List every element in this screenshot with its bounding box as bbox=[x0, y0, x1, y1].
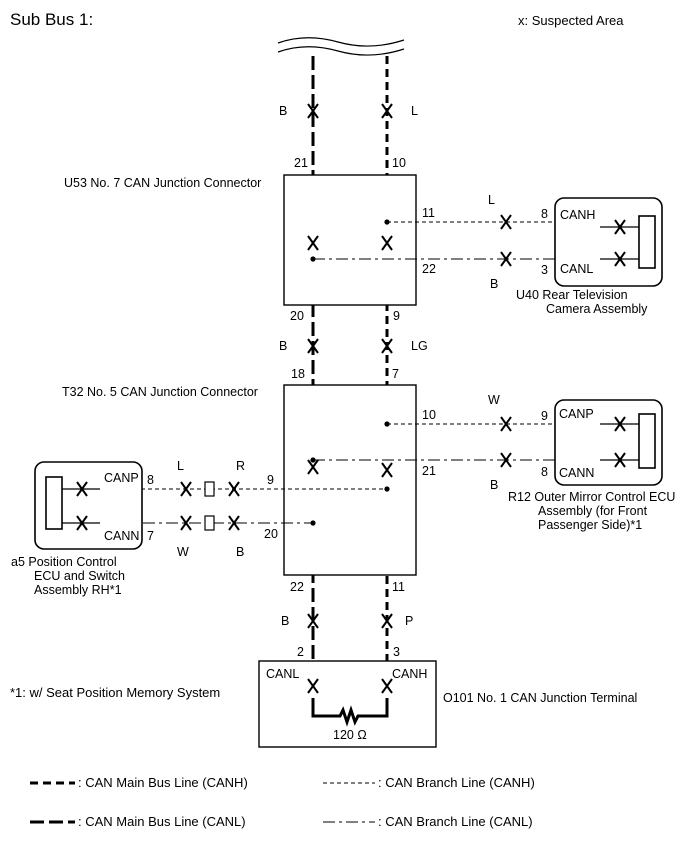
inline-connector-l bbox=[204, 515, 215, 531]
a5-pin-7: 7 bbox=[147, 529, 154, 543]
junction-dot bbox=[310, 457, 316, 463]
u53-pin-21: 21 bbox=[294, 156, 308, 170]
wire-color-mid-canl: B bbox=[279, 339, 287, 353]
junction-dot bbox=[384, 486, 390, 492]
o101-label: O101 No. 1 CAN Junction Terminal bbox=[443, 691, 637, 705]
u40-ecu-box bbox=[554, 197, 663, 287]
wire-color-top-canh: L bbox=[411, 104, 418, 118]
legend-branch-canl: : CAN Branch Line (CANL) bbox=[378, 814, 533, 829]
a5-ecu-connector bbox=[45, 476, 63, 530]
t32-pin-20: 20 bbox=[264, 527, 278, 541]
legend-branch-canh: : CAN Branch Line (CANH) bbox=[378, 775, 535, 790]
u40-ecu-connector bbox=[638, 215, 656, 269]
r12-pin-9: 9 bbox=[541, 409, 548, 423]
t32-pin-10: 10 bbox=[422, 408, 436, 422]
u53-pin-22: 22 bbox=[422, 262, 436, 276]
t32-pin-22: 22 bbox=[290, 580, 304, 594]
r12-label-line2: Assembly (for Front bbox=[538, 504, 648, 518]
wire-color-a5-canh-left: L bbox=[177, 459, 184, 473]
t32-label: T32 No. 5 CAN Junction Connector bbox=[62, 385, 258, 399]
t32-pin-18: 18 bbox=[291, 367, 305, 381]
legend-main-canh: : CAN Main Bus Line (CANH) bbox=[78, 775, 248, 790]
o101-canl-label: CANL bbox=[266, 667, 299, 681]
u40-label-line2: Camera Assembly bbox=[546, 302, 648, 316]
wire-color-a5-canl-left: W bbox=[177, 545, 189, 559]
o101-pin-2: 2 bbox=[297, 645, 304, 659]
r12-label-line3: Passenger Side)*1 bbox=[538, 518, 642, 532]
u53-pin-20: 20 bbox=[290, 309, 304, 323]
o101-pin-3: 3 bbox=[393, 645, 400, 659]
r12-ecu-connector bbox=[638, 413, 656, 469]
u53-pin-11: 11 bbox=[422, 206, 435, 220]
wire-color-r12-canl: B bbox=[490, 478, 498, 492]
a5-pin-8: 8 bbox=[147, 473, 154, 487]
junction-dot bbox=[384, 421, 390, 427]
t32-pin-11: 11 bbox=[392, 580, 405, 594]
u40-label-line1: U40 Rear Television bbox=[516, 288, 628, 302]
u40-canl-label: CANL bbox=[560, 262, 593, 276]
u40-canh-label: CANH bbox=[560, 208, 595, 222]
r12-pin-8: 8 bbox=[541, 465, 548, 479]
wire-color-bot-canh: P bbox=[405, 614, 413, 628]
wire-color-r12-canh: W bbox=[488, 393, 500, 407]
resistor-value: 120 Ω bbox=[333, 728, 367, 742]
inline-connector-h bbox=[204, 481, 215, 497]
wire-color-a5-canh-right: R bbox=[236, 459, 245, 473]
u40-pin-3: 3 bbox=[541, 263, 548, 277]
suspected-x-mark bbox=[180, 481, 192, 497]
footnote: *1: w/ Seat Position Memory System bbox=[10, 685, 220, 700]
a5-canp-label: CANP bbox=[104, 471, 139, 485]
u53-label: U53 No. 7 CAN Junction Connector bbox=[64, 176, 261, 190]
t32-pin-21: 21 bbox=[422, 464, 436, 478]
t32-pin-9: 9 bbox=[267, 473, 274, 487]
wire-color-mid-canh: LG bbox=[411, 339, 428, 353]
legend-main-canl: : CAN Main Bus Line (CANL) bbox=[78, 814, 246, 829]
u53-connector-box bbox=[283, 174, 417, 306]
u53-pin-10: 10 bbox=[392, 156, 406, 170]
a5-cann-label: CANN bbox=[104, 529, 139, 543]
r12-cann-label: CANN bbox=[559, 466, 594, 480]
r12-canp-label: CANP bbox=[559, 407, 594, 421]
wire-color-u40-canh: L bbox=[488, 193, 495, 207]
t32-pin-7: 7 bbox=[392, 367, 399, 381]
wire-color-top-canl: B bbox=[279, 104, 287, 118]
o101-canh-label: CANH bbox=[392, 667, 427, 681]
page-title: Sub Bus 1: bbox=[10, 10, 93, 29]
a5-label-line1: a5 Position Control bbox=[11, 555, 117, 569]
junction-dot bbox=[310, 520, 316, 526]
wire-color-u40-canl: B bbox=[490, 277, 498, 291]
suspected-x-mark bbox=[228, 481, 240, 497]
a5-label-line2: ECU and Switch bbox=[34, 569, 125, 583]
r12-ecu-box bbox=[554, 399, 663, 486]
wire-color-a5-canl-right: B bbox=[236, 545, 244, 559]
termination-resistor bbox=[311, 698, 389, 727]
wire-color-bot-canl: B bbox=[281, 614, 289, 628]
r12-label-line1: R12 Outer Mirror Control ECU bbox=[508, 490, 675, 504]
u40-pin-8: 8 bbox=[541, 207, 548, 221]
legend: : CAN Main Bus Line (CANH) : CAN Main Bu… bbox=[30, 775, 535, 829]
o101-terminal-box bbox=[258, 660, 437, 748]
suspected-area-note: x: Suspected Area bbox=[518, 13, 624, 28]
a5-label-line3: Assembly RH*1 bbox=[34, 583, 122, 597]
suspected-x-mark bbox=[381, 338, 393, 354]
u53-pin-9: 9 bbox=[393, 309, 400, 323]
t32-connector-box bbox=[283, 384, 417, 576]
bus-break-symbol bbox=[277, 37, 405, 56]
